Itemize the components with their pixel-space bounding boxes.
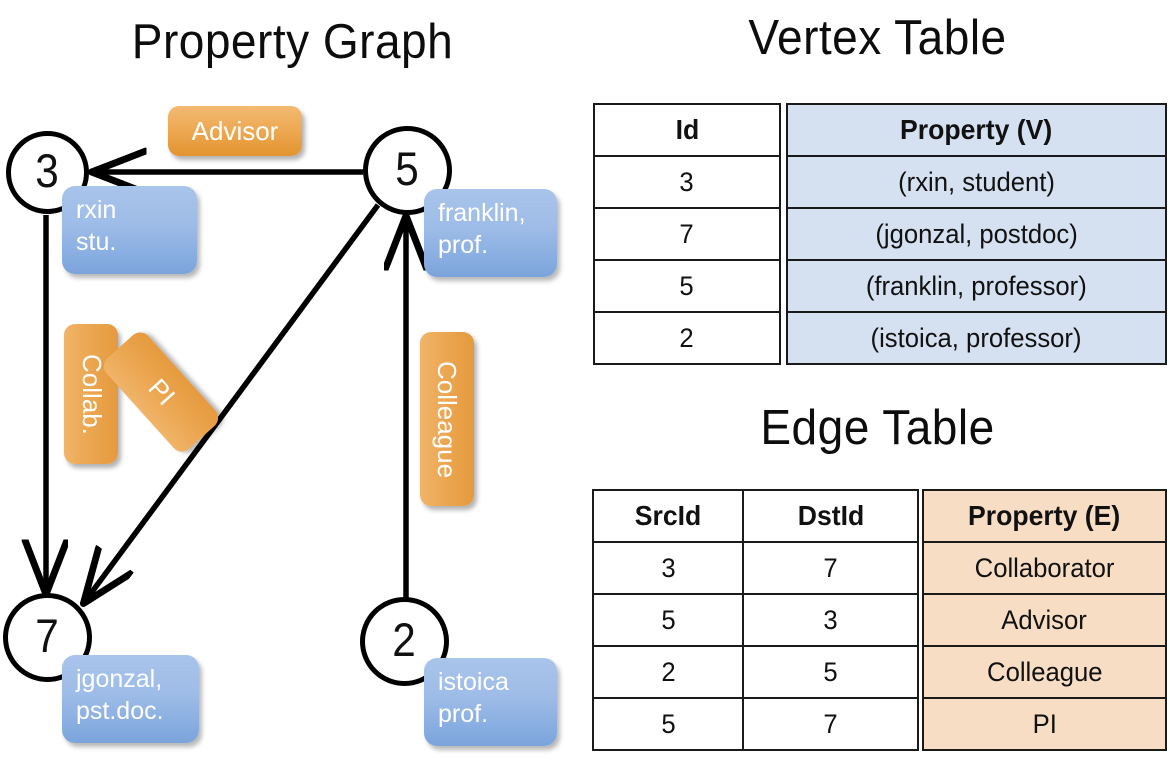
edge-label-colleague-text: Colleague [432, 360, 463, 478]
bubble-line-2: prof. [438, 700, 489, 728]
edge-table-cell-dstid: 7 [742, 541, 919, 595]
bubble-line-2: pst.doc. [76, 697, 164, 725]
edge-table-header-srcid: SrcId [591, 489, 745, 543]
table-row: (rxin, student) [786, 155, 1167, 209]
vertex-property-bubble-franklin: franklin, prof. [424, 189, 557, 277]
bubble-line-1: jgonzal, [76, 665, 163, 693]
table-row: 5 [593, 259, 781, 313]
vertex-table-id-column: Id 3 7 5 2 [593, 103, 781, 365]
edge-table-cell-dstid: 7 [742, 697, 919, 751]
edge-table-cell-dstid: 3 [742, 593, 919, 647]
edge-label-collab: Collab. [64, 324, 118, 464]
edge-table-cell-property: Colleague [922, 645, 1167, 699]
table-row: (jgonzal, postdoc) [786, 207, 1167, 261]
edge-label-collab-text: Collab. [76, 353, 107, 435]
table-header-row: Property (E) [922, 489, 1167, 543]
table-header-row: Id [593, 103, 781, 157]
edge-table-cell-property: Advisor [922, 593, 1167, 647]
table-header-row: SrcId DstId [591, 489, 919, 543]
edge-table-cell-property: PI [922, 697, 1167, 751]
vertex-table-property-column: Property (V) (rxin, student) (jgonzal, p… [786, 103, 1167, 365]
vertex-node-2-label: 2 [392, 613, 417, 666]
vertex-property-bubble-jgonzal: jgonzal, pst.doc. [62, 655, 199, 743]
edge-table-cell-srcid: 3 [591, 541, 745, 595]
edge-label-advisor-text: Advisor [191, 115, 279, 146]
table-row: (franklin, professor) [786, 259, 1167, 313]
table-row: Colleague [922, 645, 1167, 699]
bubble-line-2: prof. [438, 231, 489, 259]
page-title-edge-table: Edge Table [760, 401, 995, 455]
table-header-row: Property (V) [786, 103, 1167, 157]
table-row: 3 7 [591, 541, 919, 595]
edge-table-property-column: Property (E) Collaborator Advisor Collea… [922, 489, 1167, 751]
vertex-table-cell-property: (rxin, student) [786, 155, 1167, 209]
graph-edges-svg [0, 0, 585, 760]
edge-label-colleague: Colleague [420, 332, 474, 506]
edge-table-cell-srcid: 5 [591, 697, 745, 751]
table-row: 3 [593, 155, 781, 209]
vertex-table-cell-property: (jgonzal, postdoc) [786, 207, 1167, 261]
vertex-node-7-label: 7 [35, 609, 60, 662]
table-row: 5 7 [591, 697, 919, 751]
edge-pi-5-to-7 [86, 203, 381, 600]
vertex-table-cell-property: (istoica, professor) [786, 311, 1167, 365]
table-row: PI [922, 697, 1167, 751]
edge-table-cell-dstid: 5 [742, 645, 919, 699]
page-title-property-graph: Property Graph [131, 15, 454, 69]
vertex-table-cell-id: 5 [593, 259, 781, 313]
vertex-property-bubble-istoica: istoica prof. [424, 658, 557, 746]
vertex-table-header-property: Property (V) [786, 103, 1167, 157]
edge-table-cell-property: Collaborator [922, 541, 1167, 595]
table-row: 2 5 [591, 645, 919, 699]
vertex-table-cell-id: 3 [593, 155, 781, 209]
page-title-vertex-table: Vertex Table [748, 11, 1007, 65]
vertex-table-header-id: Id [593, 103, 781, 157]
vertex-table-cell-property: (franklin, professor) [786, 259, 1167, 313]
table-row: (istoica, professor) [786, 311, 1167, 365]
table-row: 5 3 [591, 593, 919, 647]
bubble-line-1: franklin, [438, 199, 526, 227]
vertex-node-5-label: 5 [395, 142, 420, 195]
vertex-node-5[interactable]: 5 [363, 126, 452, 215]
bubble-line-2: stu. [76, 228, 117, 256]
edge-label-advisor: Advisor [168, 106, 302, 156]
edge-table-cell-srcid: 5 [591, 593, 745, 647]
edge-table-header-property: Property (E) [922, 489, 1167, 543]
edge-label-pi-text: PI [141, 372, 181, 411]
vertex-property-bubble-rxin: rxin stu. [62, 186, 197, 274]
vertex-table-cell-id: 2 [593, 311, 781, 365]
table-row: Advisor [922, 593, 1167, 647]
vertex-node-3-label: 3 [35, 144, 60, 197]
edge-table-cell-srcid: 2 [591, 645, 745, 699]
table-row: Collaborator [922, 541, 1167, 595]
edge-table-header-dstid: DstId [742, 489, 919, 543]
vertex-node-2[interactable]: 2 [360, 597, 449, 686]
bubble-line-1: rxin [76, 196, 117, 224]
vertex-table-cell-id: 7 [593, 207, 781, 261]
table-row: 7 [593, 207, 781, 261]
table-row: 2 [593, 311, 781, 365]
bubble-line-1: istoica [438, 668, 509, 696]
edge-table-src-dst-columns: SrcId DstId 3 7 5 3 2 5 5 7 [591, 489, 919, 751]
property-graph-diagram: 3 5 7 2 rxin stu. franklin, prof. jgonza… [0, 0, 585, 760]
